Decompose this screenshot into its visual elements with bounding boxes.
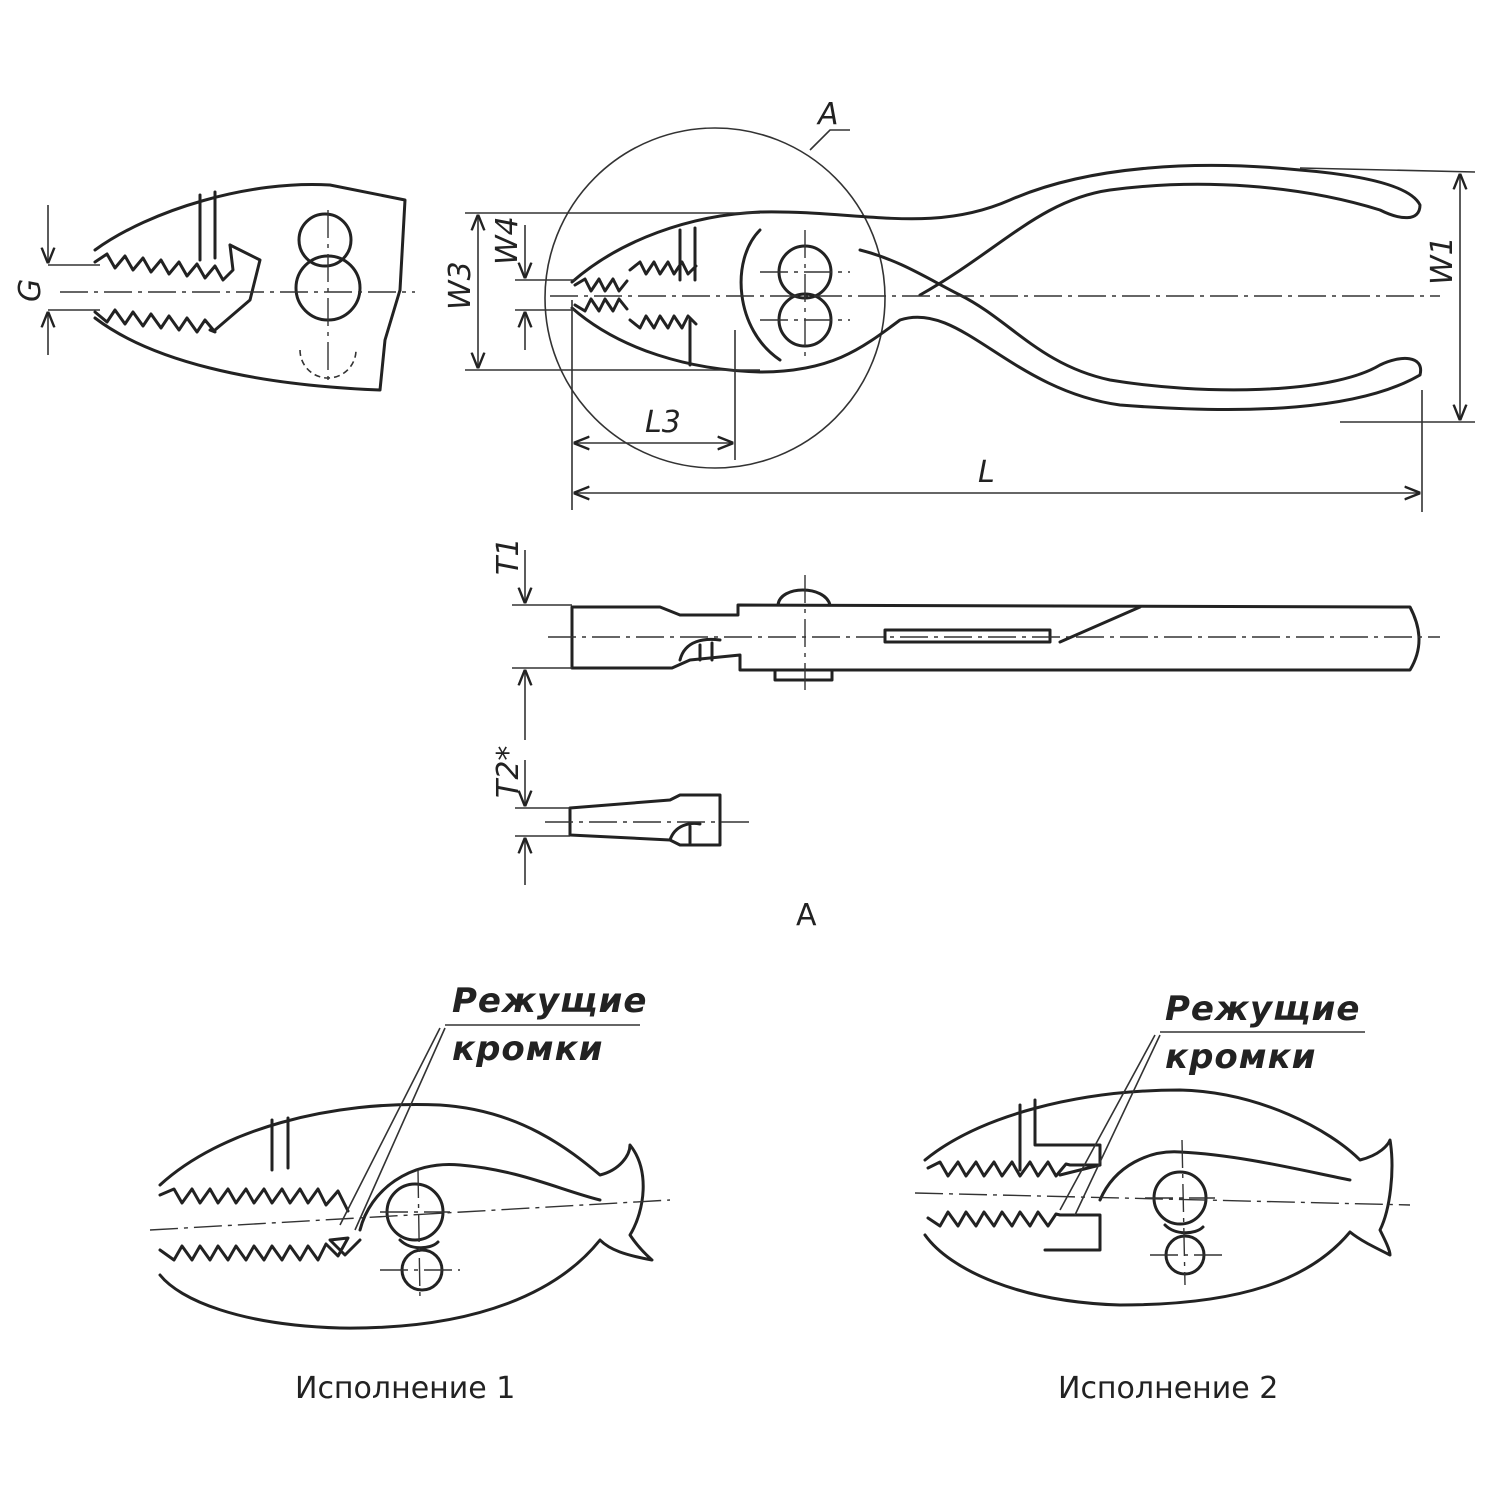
variant-1-note-line1: Режущие — [452, 981, 647, 1021]
detail-view-title: A — [796, 898, 817, 933]
variant-2-caption: Исполнение 2 — [1058, 1371, 1278, 1406]
jaw-detail-open: G — [13, 182, 415, 392]
detail-circle-a — [544, 127, 886, 469]
dim-label-l3: L3 — [645, 405, 681, 440]
variant-2-detail: Режущие кромки Исполнение 2 — [914, 989, 1411, 1406]
variant-1-detail: Режущие кромки Исполнение 1 — [149, 981, 671, 1406]
variant-1-note-line2: кромки — [452, 1029, 603, 1069]
pliers-top-view: A W3 W4 W1 L3 L — [443, 97, 1476, 512]
dim-label-w4: W4 — [490, 216, 525, 265]
variant-1-caption: Исполнение 1 — [295, 1371, 515, 1406]
detail-callout-a: A — [816, 97, 839, 132]
jaw-thickness-view: T2* — [491, 746, 750, 885]
variant-2-note-line1: Режущие — [1165, 989, 1360, 1029]
dim-label-g: G — [13, 279, 48, 302]
dim-label-t1: T1 — [491, 538, 526, 575]
variant-2-note-line2: кромки — [1165, 1037, 1316, 1077]
pliers-side-view: T1 — [491, 538, 1440, 740]
dim-label-l: L — [978, 455, 995, 490]
dim-label-t2: T2* — [491, 746, 526, 798]
dim-label-w3: W3 — [443, 261, 478, 310]
dim-label-w1: W1 — [1425, 236, 1460, 285]
